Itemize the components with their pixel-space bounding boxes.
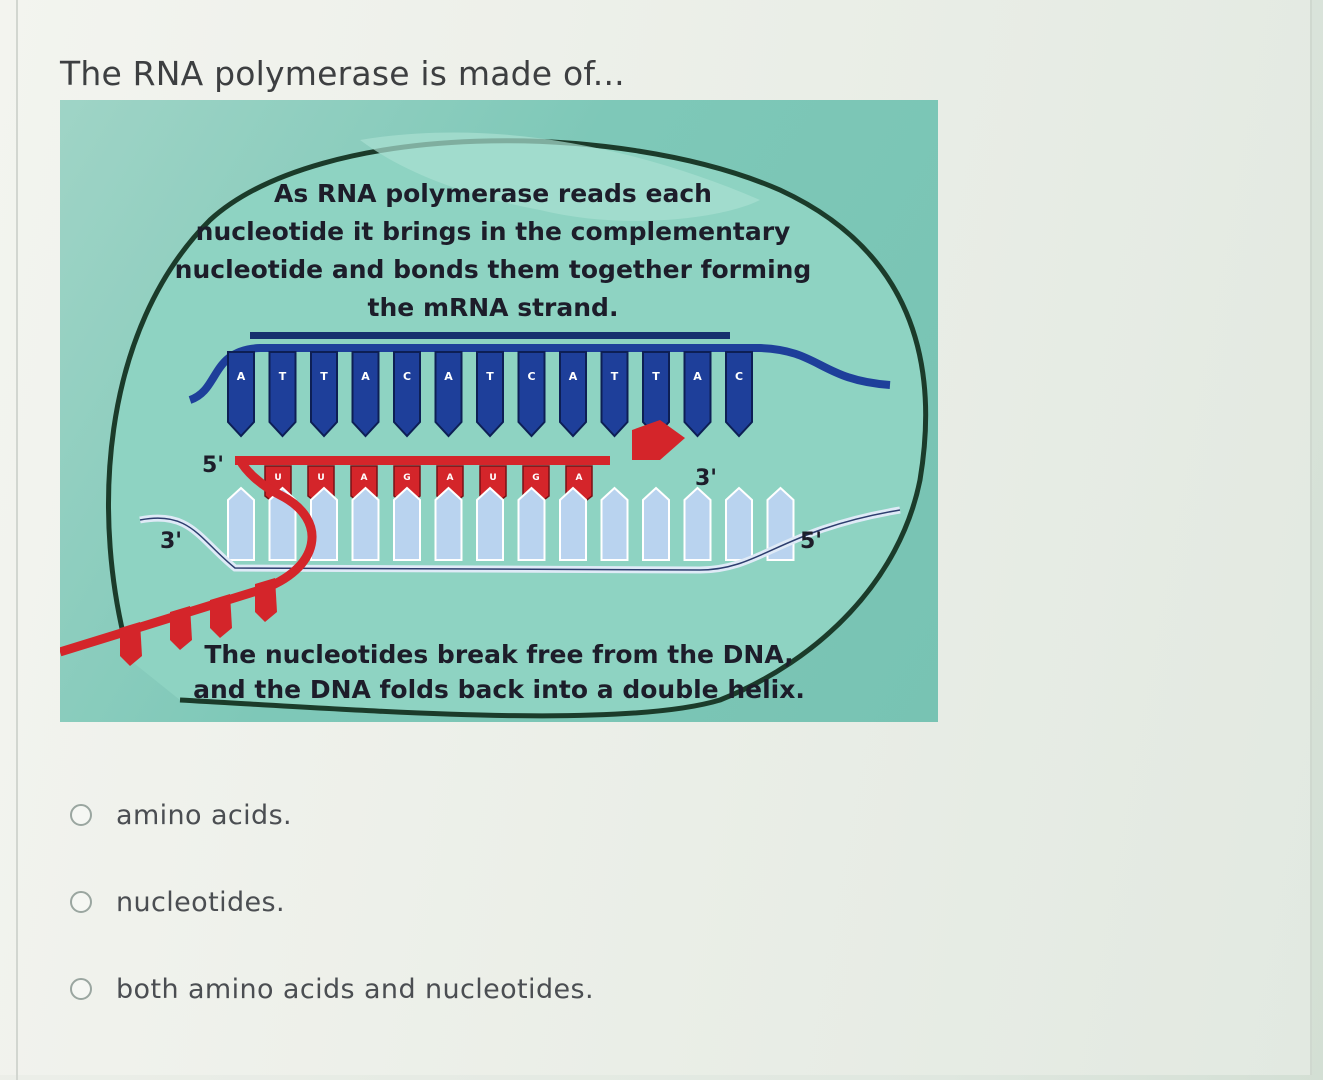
coding-base	[310, 486, 338, 561]
caption-top: As RNA polymerase reads each nucleotide …	[60, 175, 932, 327]
radio-button[interactable]	[70, 891, 92, 913]
rna-base-label: G	[403, 473, 410, 483]
dna-base	[517, 351, 546, 438]
dna-base	[393, 351, 421, 438]
caption-bottom: The nucleotides break free from the DNA,…	[60, 637, 938, 707]
dna-template-strand	[188, 344, 891, 404]
mrna-exit-base	[170, 606, 192, 650]
highlight-shape	[360, 132, 760, 221]
dna-coding-outline	[139, 509, 901, 571]
mrna-exit-base	[120, 622, 142, 666]
option-label: both amino acids and nucleotides.	[116, 973, 594, 1005]
mrna-backbone	[235, 456, 610, 465]
dna-base-label: T	[652, 370, 660, 383]
rna-base-label: G	[532, 473, 539, 483]
incoming-nucleotide	[632, 420, 685, 460]
dna-base-label: T	[486, 370, 494, 383]
dna-base	[310, 351, 338, 438]
question-image: A T T A C A T C A T T A C U U A G A U G A 5' 3' 3' 5' As RNA pol…	[60, 100, 938, 722]
dna-base-label: C	[735, 370, 743, 383]
dna-base	[227, 351, 255, 438]
dna-base-label: T	[320, 370, 328, 383]
coding-base	[517, 486, 546, 561]
answer-options: amino acids. nucleotides. both amino aci…	[70, 795, 594, 1056]
caption-top-line: As RNA polymerase reads each	[274, 179, 712, 208]
dna-base-label: C	[403, 370, 411, 383]
strand-end-label: 5'	[800, 529, 822, 554]
question-text: The RNA polymerase is made of...	[60, 54, 625, 93]
radio-button[interactable]	[70, 978, 92, 1000]
coding-base	[227, 486, 255, 561]
coding-base	[559, 486, 587, 561]
dna-base	[559, 351, 587, 438]
caption-top-line: nucleotide it brings in the complementar…	[195, 217, 791, 246]
coding-base	[268, 486, 297, 561]
dna-base-label: A	[569, 370, 578, 383]
radio-button[interactable]	[70, 804, 92, 826]
dna-base-label: T	[279, 370, 287, 383]
rna-base-label: U	[274, 473, 281, 483]
coding-base	[476, 486, 504, 561]
mrna-exit-base	[255, 578, 277, 622]
dna-base	[434, 351, 463, 438]
dna-base	[725, 351, 753, 438]
mrna-exit	[60, 457, 317, 657]
coding-base	[683, 486, 712, 561]
coding-base	[642, 486, 670, 561]
coding-base	[600, 486, 629, 561]
option-both[interactable]: both amino acids and nucleotides.	[70, 969, 594, 1009]
dna-base	[683, 351, 712, 438]
dna-base-label: C	[527, 370, 535, 383]
left-divider	[16, 0, 18, 1080]
dna-base-label: A	[237, 370, 246, 383]
caption-bottom-line: The nucleotides break free from the DNA,	[204, 640, 794, 669]
mrna-exit-base	[210, 594, 232, 638]
cell-outline	[106, 138, 929, 719]
dna-base-label: T	[611, 370, 619, 383]
transcription-diagram: A T T A C A T C A T T A C U U A G A U G A 5' 3' 3' 5'	[60, 132, 929, 719]
caption-bottom-line: and the DNA folds back into a double hel…	[193, 675, 805, 704]
caption-top-line: the mRNA strand.	[367, 293, 619, 322]
rna-base-label: A	[447, 473, 454, 483]
coding-base	[351, 486, 380, 561]
coding-base	[725, 486, 753, 561]
dna-base	[476, 351, 504, 438]
caption-top-line: nucleotide and bonds them together formi…	[174, 255, 812, 284]
dna-base	[600, 351, 629, 438]
dna-top-bar	[250, 332, 730, 339]
dna-base-label: A	[444, 370, 453, 383]
dna-base-label: A	[693, 370, 702, 383]
dna-base-label: A	[361, 370, 370, 383]
coding-base	[393, 486, 421, 561]
rna-base-label: A	[576, 473, 583, 483]
option-nucleotides[interactable]: nucleotides.	[70, 882, 594, 922]
rna-base-label: U	[489, 473, 496, 483]
coding-base	[434, 486, 463, 561]
strand-end-label: 5'	[202, 453, 224, 478]
option-label: amino acids.	[116, 799, 293, 831]
strand-end-label: 3'	[695, 466, 717, 491]
dna-base	[268, 351, 297, 438]
rna-base-label: U	[317, 473, 324, 483]
dna-base	[351, 351, 380, 438]
option-label: nucleotides.	[116, 886, 285, 918]
strand-end-label: 3'	[160, 529, 182, 554]
option-amino-acids[interactable]: amino acids.	[70, 795, 594, 835]
rna-base-label: A	[361, 473, 368, 483]
